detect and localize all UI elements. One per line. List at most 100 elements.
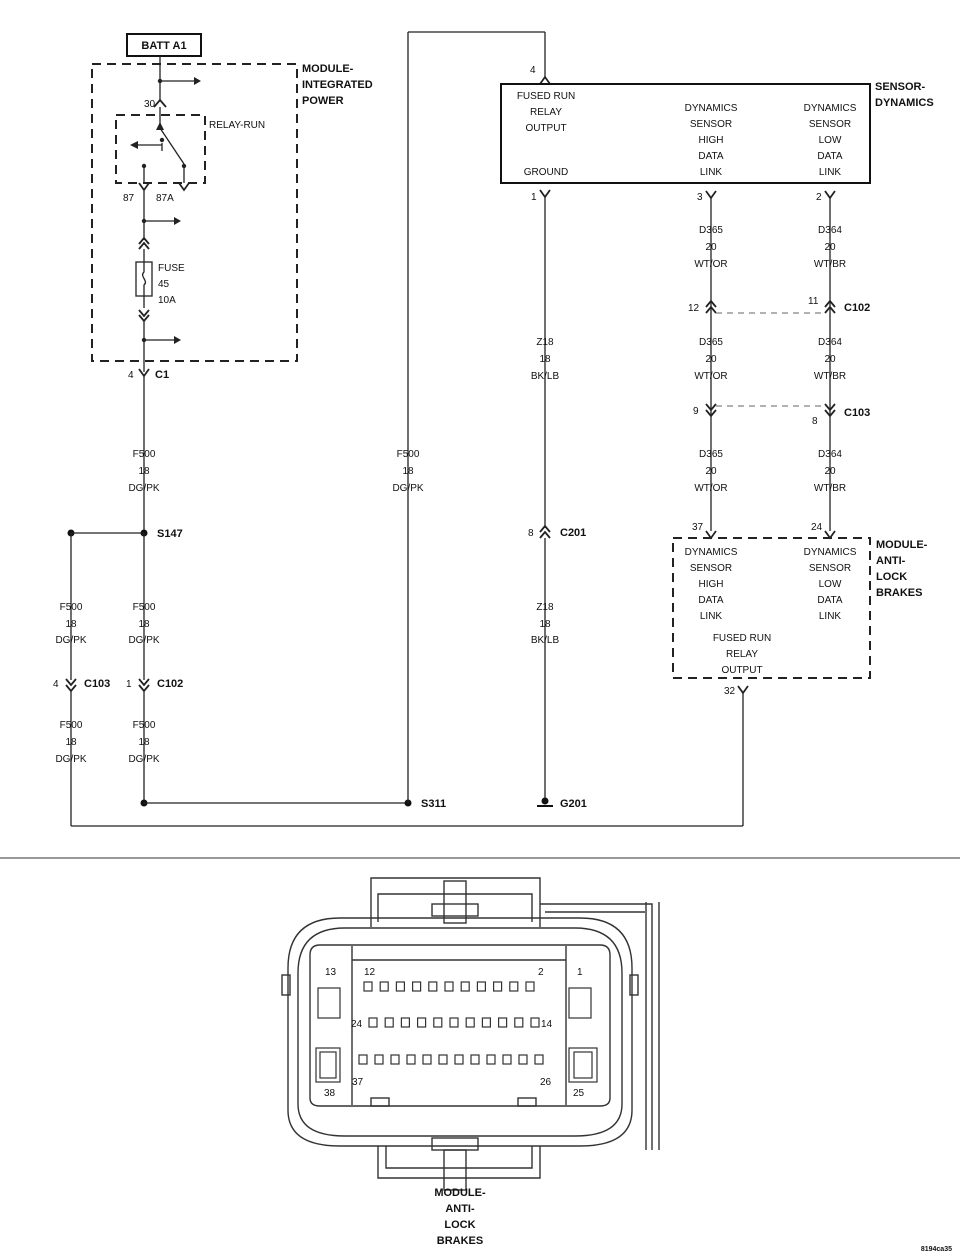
svg-text:DYNAMICS: DYNAMICS xyxy=(875,97,934,109)
svg-text:DG/PK: DG/PK xyxy=(128,754,159,765)
svg-text:INTEGRATED: INTEGRATED xyxy=(302,79,373,91)
relay-switch-icon xyxy=(130,122,187,183)
pin-cavity xyxy=(379,981,389,992)
svg-text:18: 18 xyxy=(402,466,414,477)
sensor-pin-2: 2 xyxy=(816,190,836,203)
pin-cavity xyxy=(476,981,486,992)
pin-cavity xyxy=(454,1054,464,1065)
wire-z18-label: Z18 18 BK/LB xyxy=(531,337,560,382)
svg-text:HIGH: HIGH xyxy=(699,579,724,590)
connector-c102-right: 12 11 C102 xyxy=(688,296,870,314)
pin-cavity xyxy=(465,1017,475,1028)
svg-text:WT/BR: WT/BR xyxy=(814,259,846,270)
svg-text:F500: F500 xyxy=(397,449,420,460)
svg-text:18: 18 xyxy=(138,737,150,748)
pin-cavity xyxy=(530,1017,540,1028)
svg-text:F500: F500 xyxy=(133,602,156,613)
wire-d364-label: D364 20 WT/BR xyxy=(814,337,846,382)
wire-d365-label: D365 20 WT/OR xyxy=(694,225,727,270)
svg-text:SENSOR: SENSOR xyxy=(690,563,732,574)
batt-a1-label: BATT A1 xyxy=(126,33,202,57)
pin-cavity xyxy=(417,1017,427,1028)
svg-text:30: 30 xyxy=(144,99,156,110)
svg-text:WT/BR: WT/BR xyxy=(814,483,846,494)
pin-cavity xyxy=(368,1017,378,1028)
pin-cavity xyxy=(481,1017,491,1028)
sensor-dynamics-module xyxy=(500,83,871,184)
pin-cavity xyxy=(363,981,373,992)
svg-text:S311: S311 xyxy=(421,798,446,810)
abs-module-title: MODULE- ANTI- LOCK BRAKES xyxy=(876,539,928,599)
svg-text:DYNAMICS: DYNAMICS xyxy=(804,547,857,558)
svg-text:11: 11 xyxy=(808,296,819,307)
svg-text:C1: C1 xyxy=(155,369,169,381)
pin-cavity xyxy=(498,1017,508,1028)
svg-text:8: 8 xyxy=(528,528,534,539)
pin-label-37: 37 xyxy=(352,1077,364,1088)
pin-label-2: 2 xyxy=(538,967,544,978)
pin-cavity xyxy=(534,1054,544,1065)
svg-text:D365: D365 xyxy=(699,337,723,348)
sensor-low-data-link-label: DYNAMICS SENSOR LOW DATA LINK xyxy=(804,103,857,178)
abs-fused-run-label: FUSED RUN RELAY OUTPUT xyxy=(713,633,771,676)
svg-text:45: 45 xyxy=(158,279,170,290)
svg-text:3: 3 xyxy=(697,192,703,203)
face-pin-labels: 13 12 2 1 24 14 38 37 26 25 xyxy=(324,967,585,1099)
svg-text:4: 4 xyxy=(53,679,59,690)
svg-text:LINK: LINK xyxy=(819,167,842,178)
svg-text:Z18: Z18 xyxy=(536,337,554,348)
svg-text:MODULE-: MODULE- xyxy=(302,63,354,75)
svg-text:FUSED RUN: FUSED RUN xyxy=(713,633,771,644)
svg-text:DYNAMICS: DYNAMICS xyxy=(685,103,738,114)
pin-label-38: 38 xyxy=(324,1088,336,1099)
splice-s311: S311 xyxy=(404,798,446,810)
pin-cavity xyxy=(395,981,405,992)
pin-label-12: 12 xyxy=(364,967,376,978)
svg-text:BK/LB: BK/LB xyxy=(531,371,560,382)
svg-text:OUTPUT: OUTPUT xyxy=(721,665,762,676)
svg-text:8: 8 xyxy=(812,416,818,427)
wire-f500-label: F500 18 DG/PK xyxy=(392,449,423,494)
svg-text:18: 18 xyxy=(65,737,77,748)
svg-text:DATA: DATA xyxy=(698,595,724,606)
sensor-pin-1: 1 xyxy=(531,189,551,203)
svg-text:DATA: DATA xyxy=(817,151,843,162)
svg-text:SENSOR-: SENSOR- xyxy=(875,81,925,93)
sensor-fused-run-label: FUSED RUN RELAY OUTPUT xyxy=(517,91,575,134)
pin-cavity xyxy=(470,1054,480,1065)
svg-text:LOCK: LOCK xyxy=(444,1219,475,1231)
svg-text:24: 24 xyxy=(811,522,823,533)
svg-text:S147: S147 xyxy=(157,528,183,540)
svg-text:C201: C201 xyxy=(560,527,586,539)
svg-text:DG/PK: DG/PK xyxy=(55,754,86,765)
relay-pin-30: 30 xyxy=(144,98,167,110)
wire-f500-label: F500 18 DG/PK xyxy=(128,449,159,494)
pin-cavity xyxy=(428,981,438,992)
svg-text:LINK: LINK xyxy=(700,167,723,178)
svg-text:F500: F500 xyxy=(133,449,156,460)
wire-f500-label: F500 18 DG/PK xyxy=(128,720,159,765)
svg-text:10A: 10A xyxy=(158,295,176,306)
sensor-pin-3: 3 xyxy=(697,190,717,203)
wire-f500-label: F500 18 DG/PK xyxy=(55,720,86,765)
pin-cavity xyxy=(493,981,503,992)
svg-text:18: 18 xyxy=(138,619,150,630)
abs-low-data-link-label: DYNAMICS SENSOR LOW DATA LINK xyxy=(804,547,857,622)
svg-text:Z18: Z18 xyxy=(536,602,554,613)
pin-cavity xyxy=(486,1054,496,1065)
pin-cavity xyxy=(358,1054,368,1065)
connector-pin-rows xyxy=(358,981,544,1065)
connector-view-title: MODULE- ANTI- LOCK BRAKES xyxy=(434,1187,486,1247)
svg-text:RELAY: RELAY xyxy=(530,107,562,118)
svg-text:20: 20 xyxy=(705,354,717,365)
pin-cavity xyxy=(390,1054,400,1065)
connector-c103-right: 9 8 C103 xyxy=(693,403,870,427)
svg-text:DATA: DATA xyxy=(698,151,724,162)
pin-cavity xyxy=(502,1054,512,1065)
wire-d365-label: D365 20 WT/OR xyxy=(694,449,727,494)
svg-text:BRAKES: BRAKES xyxy=(876,587,922,599)
svg-text:FUSED RUN: FUSED RUN xyxy=(517,91,575,102)
svg-text:20: 20 xyxy=(705,242,717,253)
sensor-high-data-link-label: DYNAMICS SENSOR HIGH DATA LINK xyxy=(685,103,738,178)
svg-text:ANTI-: ANTI- xyxy=(445,1203,475,1215)
